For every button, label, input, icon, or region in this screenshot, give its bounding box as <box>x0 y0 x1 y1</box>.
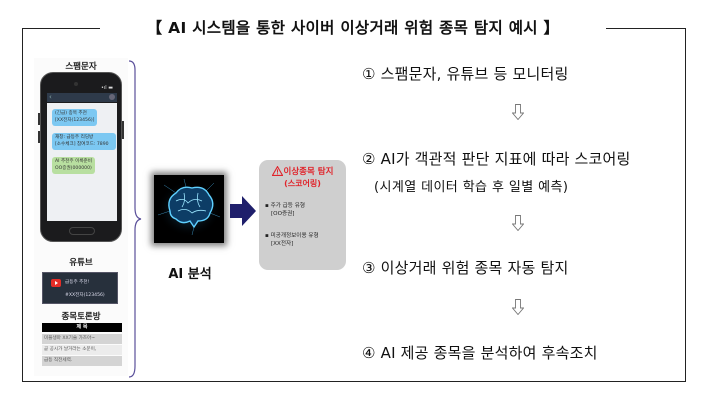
bubble-line: [소수체크] 참여코드: 7890 <box>55 141 109 147</box>
detection-item-label: 미공개정보이용 유형 <box>270 233 319 239</box>
bubble-line: 재창: 급등주 리딩방 <box>55 135 94 140</box>
arrow-right-icon <box>230 196 256 226</box>
down-arrow-icon <box>512 299 524 315</box>
bubble-line: AI 추천주 이룩준비 <box>55 159 93 164</box>
phone-button <box>122 121 124 139</box>
chat-bubble: (긴급) 종목 추천 [XX전자(123456)] <box>52 109 98 126</box>
spam-label: 스팸문자 <box>65 62 97 72</box>
down-arrow-icon <box>512 215 524 231</box>
forum-header: 제 목 <box>42 323 122 332</box>
youtube-card: 급등주 추천! #XX전자(123456) <box>42 272 118 304</box>
step-2: ② AI가 객관적 판단 지표에 따라 스코어링 <box>362 150 631 168</box>
curly-brace-icon <box>128 60 142 378</box>
detection-card: 이상종목 탐지 (스코어링) ▪ 주가 급등 유형 [OO증권] ▪ 미공개정보… <box>259 160 346 270</box>
bullet-icon: ▪ <box>265 233 269 239</box>
youtube-play-icon <box>51 279 61 287</box>
phone-camera <box>74 82 78 86</box>
detection-item: ▪ 주가 급등 유형 [OO증권] <box>265 202 305 218</box>
detection-item: ▪ 미공개정보이용 유형 [XX전자] <box>265 232 319 248</box>
chat-nav-bar: ‹ <box>47 93 117 102</box>
bubble-line: OO증권(000000) <box>55 165 92 171</box>
phone-mockup: •ıl ▬ ‹ (긴급) 종목 추천 [XX전자(123456)] 재창: 급등… <box>38 72 124 242</box>
detection-subtitle: (스코어링) <box>284 179 321 188</box>
brain-icon <box>154 175 224 243</box>
down-arrow-icon <box>512 104 524 120</box>
ai-analysis-label: AI 분석 <box>168 267 212 282</box>
detection-item-value: [OO증권] <box>271 211 295 217</box>
back-chevron-icon: ‹ <box>49 93 52 101</box>
sources-panel: 스팸문자 •ıl ▬ ‹ (긴급) 종목 추천 [XX전자(123456)] 재… <box>34 58 128 376</box>
phone-button <box>38 131 40 143</box>
detection-item-value: [XX전자] <box>271 241 294 247</box>
detection-item-label: 주가 급등 유형 <box>270 203 306 209</box>
warning-icon <box>271 166 283 176</box>
step-2-note: (시계열 데이터 학습 후 일별 예측) <box>374 180 569 195</box>
forum-row: 급등 직전세력. <box>42 356 122 366</box>
forum-row: 미플생마 XX기술 가즈아~ <box>42 334 122 344</box>
youtube-line-2: #XX전자(123456) <box>65 293 105 298</box>
bullet-icon: ▪ <box>265 203 269 209</box>
youtube-label: 유튜브 <box>69 258 93 268</box>
signal-battery-icon: •ıl ▬ <box>100 85 113 91</box>
chat-screen: (긴급) 종목 추천 [XX전자(123456)] 재창: 급등주 리딩방 [소… <box>47 103 117 221</box>
bubble-line: [XX전자(123456)] <box>55 117 95 123</box>
forum-label: 종목토론방 <box>61 312 101 322</box>
diagram-title: 【 AI 시스템을 통한 사이버 이상거래 위험 종목 탐지 예시 】 <box>100 17 606 39</box>
phone-button <box>38 113 40 125</box>
bubble-line: (긴급) 종목 추천 <box>55 111 87 116</box>
settings-icon <box>109 94 115 100</box>
phone-home-button <box>69 227 95 235</box>
step-1: ① 스팸문자, 유튜브 등 모니터링 <box>362 65 569 83</box>
forum-row: 곧 공시가 날거라는 소문이, <box>42 345 122 355</box>
detection-title-text: 이상종목 탐지 <box>283 167 334 177</box>
detection-title: 이상종목 탐지 <box>259 165 346 177</box>
step-4: ④ AI 제공 종목을 분석하여 후속조치 <box>362 344 598 362</box>
chat-bubble: 재창: 급등주 리딩방 [소수체크] 참여코드: 7890 <box>52 133 116 150</box>
youtube-line-1: 급등주 추천! <box>65 280 90 285</box>
step-3: ③ 이상거래 위험 종목 자동 탐지 <box>362 259 569 277</box>
chat-bubble: AI 추천주 이룩준비 OO증권(000000) <box>52 157 96 174</box>
